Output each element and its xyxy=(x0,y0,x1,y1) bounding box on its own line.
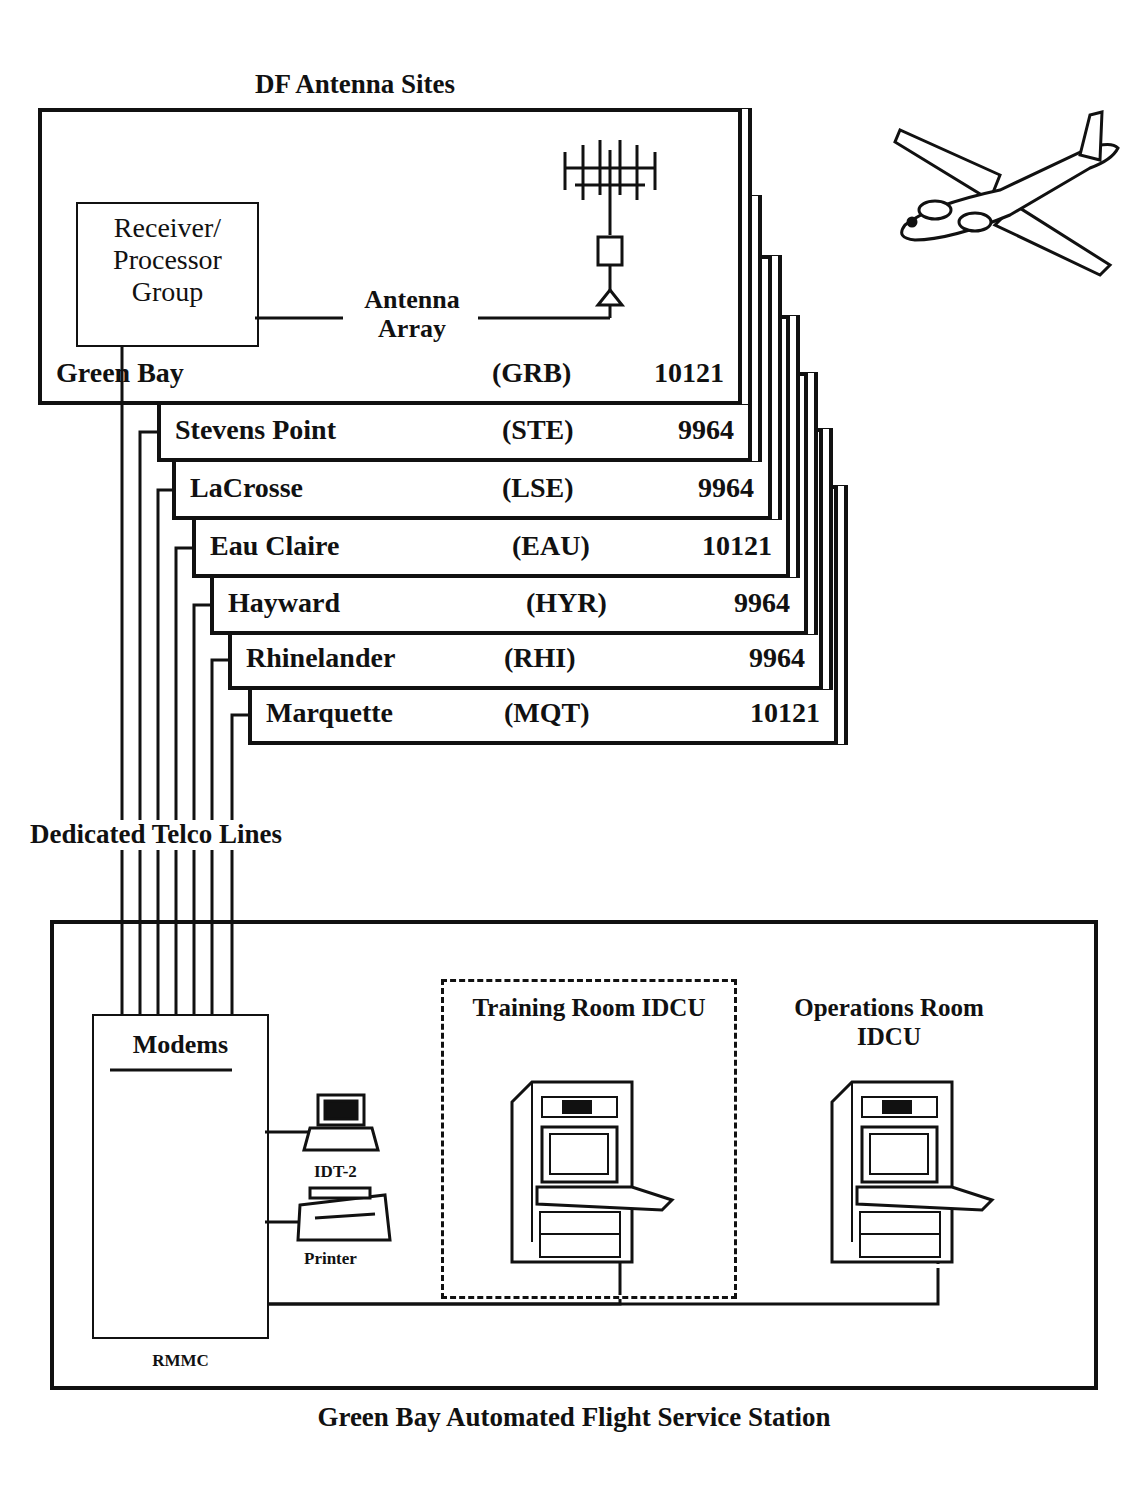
site-code: (STE) xyxy=(502,414,574,446)
site-name: Marquette xyxy=(266,697,393,729)
site-number: 9964 xyxy=(749,642,805,674)
idcu-cabinet xyxy=(512,1082,672,1262)
site-code: (GRB) xyxy=(492,357,571,389)
rmmc-label: RMMC xyxy=(94,1351,267,1371)
room-label: Training Room IDCU xyxy=(452,994,726,1023)
printer-icon xyxy=(265,1188,390,1240)
diagram-label: Dedicated Telco Lines xyxy=(30,820,282,850)
station-box: Green Bay Automated Flight Service Stati… xyxy=(50,920,1098,1390)
site-number: 9964 xyxy=(734,587,790,619)
site-number: 9964 xyxy=(698,472,754,504)
site-number: 10121 xyxy=(702,530,772,562)
telco-line xyxy=(194,605,210,1014)
room-label: Operations Room IDCU xyxy=(782,994,996,1052)
site-code: (HYR) xyxy=(526,587,607,619)
telco-line xyxy=(140,432,157,1014)
antenna-site-box: Green Bay (GRB) 10121 Receiver/ Processor G… xyxy=(38,108,742,405)
telco-line xyxy=(176,548,192,1014)
diagram-label: Printer xyxy=(304,1250,357,1269)
site-name: Stevens Point xyxy=(175,414,336,446)
site-name: LaCrosse xyxy=(190,472,303,504)
telco-line xyxy=(121,347,124,1014)
site-number: 9964 xyxy=(678,414,734,446)
stub-wire xyxy=(619,1262,622,1295)
diagram-label: IDT-2 xyxy=(314,1163,357,1182)
modem-label: Modems xyxy=(94,1030,267,1060)
site-code: (RHI) xyxy=(504,642,576,674)
telco-line xyxy=(269,1299,620,1304)
telco-line xyxy=(158,490,172,1014)
site-name: Eau Claire xyxy=(210,530,339,562)
site-code: (LSE) xyxy=(502,472,574,504)
room-box: Training Room IDCU xyxy=(441,979,737,1299)
site-name: Rhinelander xyxy=(246,642,395,674)
telco-line xyxy=(232,715,248,1014)
site-number: 10121 xyxy=(750,697,820,729)
site-name: Hayward xyxy=(228,587,340,619)
receiver-box: Receiver/ Processor Group xyxy=(76,202,259,347)
stub-wire xyxy=(937,1262,940,1264)
idcu-cabinet xyxy=(832,1082,992,1262)
site-number: 10121 xyxy=(654,357,724,389)
station-caption: Green Bay Automated Flight Service Stati… xyxy=(54,1402,1094,1433)
terminal-icon xyxy=(265,1095,378,1150)
receiver-label: Receiver/ Processor Group xyxy=(84,212,251,309)
diagram-label: Antenna Array xyxy=(346,286,478,343)
site-code: (EAU) xyxy=(512,530,590,562)
diagram-title: DF Antenna Sites xyxy=(255,70,455,100)
room-area: Operations Room IDCU xyxy=(774,994,1004,1268)
modem-box: ModemsRMMC xyxy=(92,1014,269,1339)
site-code: (MQT) xyxy=(504,697,590,729)
airplane xyxy=(895,112,1118,275)
site-name: Green Bay xyxy=(56,357,184,389)
